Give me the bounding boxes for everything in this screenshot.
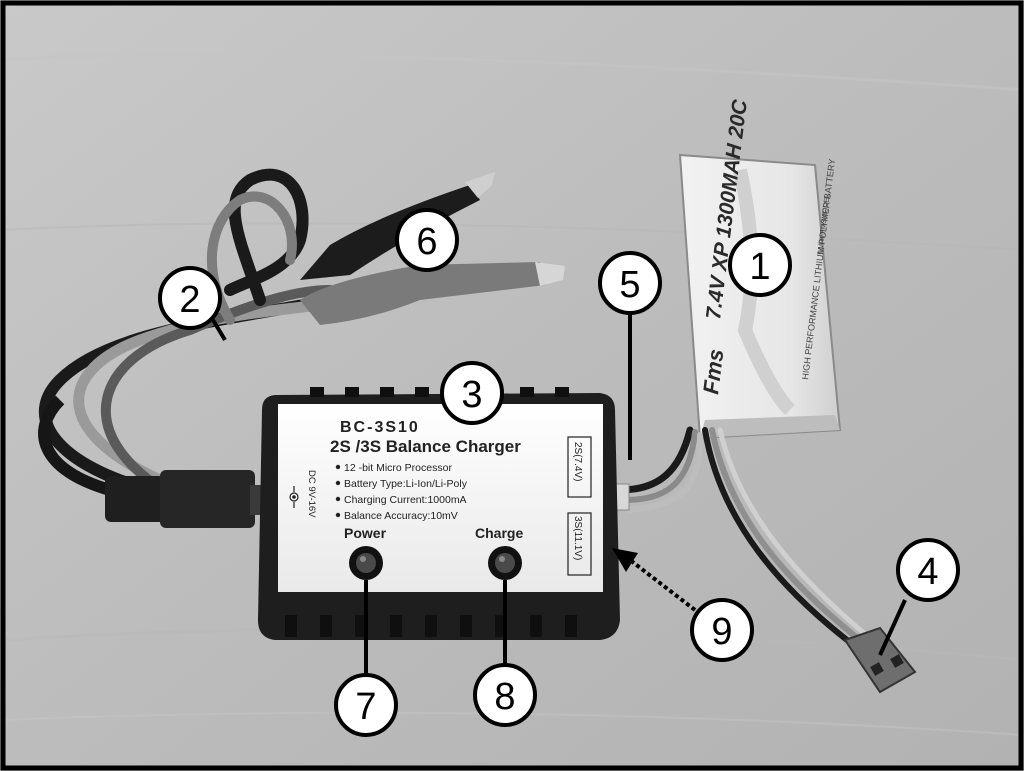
charger-label: BC-3S10 2S /3S Balance Charger 12 -bit M… (289, 419, 592, 576)
spec-list: 12 -bit Micro Processor Battery Type:Li-… (335, 462, 468, 522)
callout-number: 4 (917, 551, 938, 593)
callouts: 1 2 3 4 5 6 7 8 (158, 208, 960, 737)
battery-leads (616, 426, 875, 653)
charger-model: BC-3S10 (340, 419, 420, 436)
leader-4 (878, 599, 907, 656)
port-2s-box (567, 436, 592, 498)
port-3s-label: 3S(11.1V) (572, 516, 583, 560)
callout-9: 9 (690, 598, 754, 662)
red-crocodile-clip (300, 262, 565, 325)
callout-number: 9 (711, 611, 732, 653)
callout-number: 7 (355, 686, 376, 728)
dc-input-rating: DC 9V-16V (306, 470, 317, 518)
charger-title: 2S /3S Balance Charger (330, 437, 521, 456)
charge-led (488, 546, 522, 580)
dc-plug (38, 395, 268, 528)
callout-8: 8 (473, 663, 537, 727)
callout-1: 1 (728, 233, 792, 297)
spec-item: Charging Current:1000mA (344, 494, 467, 506)
callout-7: 7 (334, 673, 398, 737)
power-led-label: Power (344, 525, 387, 541)
callout-6: 6 (395, 208, 459, 272)
leader-2 (211, 318, 227, 342)
black-crocodile-clip (300, 172, 495, 280)
callout-5: 5 (598, 251, 662, 315)
jst-connector (843, 626, 917, 694)
spec-item: 12 -bit Micro Processor (344, 462, 452, 474)
port-3s-box (567, 512, 592, 576)
leader-lines (211, 305, 907, 678)
callout-number: 3 (461, 374, 482, 416)
callout-4: 4 (896, 538, 960, 602)
callout-number: 2 (179, 279, 200, 321)
dc-polarity-icon (289, 486, 299, 508)
callout-3: 3 (440, 361, 504, 425)
spec-item: Balance Accuracy:10mV (344, 510, 458, 522)
charge-led-label: Charge (475, 525, 523, 541)
callout-2: 2 (158, 266, 222, 330)
callout-number: 6 (416, 221, 437, 263)
callout-number: 1 (749, 246, 770, 288)
power-led (349, 546, 383, 580)
battery-brand: Fms (698, 348, 728, 396)
callout-number: 5 (619, 264, 640, 306)
spec-item: Battery Type:Li-Ion/Li-Poly (344, 478, 468, 490)
charger-body (258, 387, 620, 640)
arrow-9-head (612, 548, 638, 572)
port-2s-label: 2S(7.4V) (572, 442, 583, 481)
callout-number: 8 (494, 676, 515, 718)
